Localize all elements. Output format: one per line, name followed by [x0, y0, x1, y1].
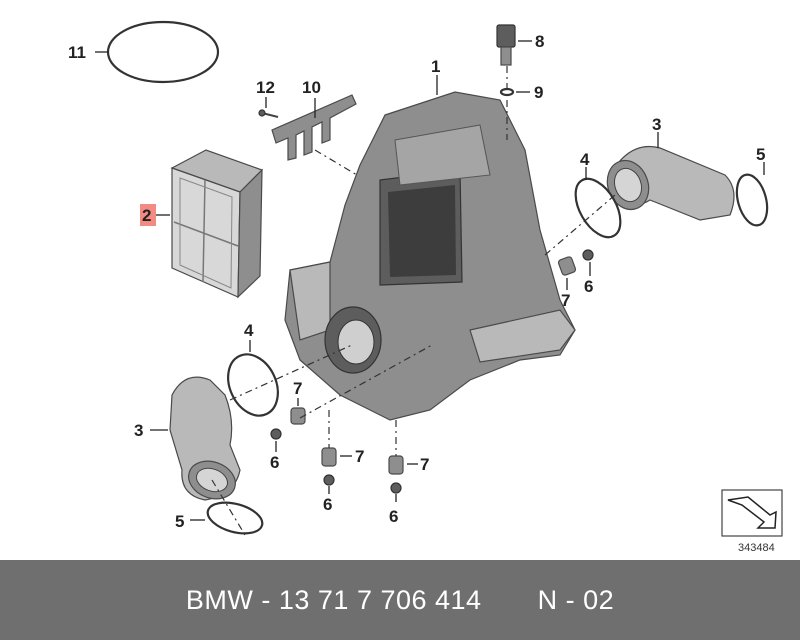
seal-ring-right-part-4	[574, 167, 622, 239]
callout-7-bottom-b[interactable]: 7	[420, 455, 429, 474]
reference-arrow-icon	[721, 489, 783, 537]
grommet-bottom-a-part-7	[321, 447, 352, 467]
bracket-part-10	[271, 94, 357, 161]
diagram-reference-number: 343484	[738, 542, 775, 554]
parts-diagram: 11 12 10 2 1	[68, 20, 783, 537]
screw-left-part-6	[270, 428, 282, 452]
intake-hose-right-part-3	[606, 132, 735, 221]
callout-6-left[interactable]: 6	[270, 453, 279, 472]
position-code: N - 02	[537, 584, 615, 615]
screw-bottom-a-part-6	[323, 474, 335, 494]
callout-2-highlight	[140, 204, 156, 226]
callout-6-bottom-b[interactable]: 6	[389, 507, 398, 526]
callout-4-left[interactable]: 4	[244, 321, 254, 340]
separator: -	[261, 584, 271, 615]
callout-9[interactable]: 9	[534, 83, 543, 102]
callout-1[interactable]: 1	[431, 57, 440, 76]
callout-5-right[interactable]: 5	[756, 145, 765, 164]
callout-8[interactable]: 8	[535, 32, 544, 51]
callout-2[interactable]: 2	[142, 206, 151, 225]
callout-7-bottom-a[interactable]: 7	[355, 447, 364, 466]
grommet-left-part-7	[290, 398, 306, 425]
sensor-part-8	[496, 24, 532, 66]
clamp-right-part-5	[735, 162, 769, 227]
seal-ring-part-9	[499, 87, 530, 97]
grommet-bottom-b-part-7	[388, 455, 418, 475]
filter-element-part-2	[170, 149, 264, 299]
brand-name: BMW	[185, 584, 254, 615]
intake-hose-left-part-3	[150, 376, 241, 501]
screw-right-part-6	[582, 249, 594, 276]
footer-bar: BMW - 13 71 7 706 414 N - 02	[0, 560, 800, 640]
callout-4-right[interactable]: 4	[580, 150, 590, 169]
part-number: 13 71 7 706 414	[278, 584, 482, 615]
callout-5-left[interactable]: 5	[175, 512, 184, 531]
seal-ring-left-part-4	[227, 340, 279, 417]
callout-3-right[interactable]: 3	[652, 115, 661, 134]
callout-10[interactable]: 10	[302, 78, 321, 97]
screw-part-12	[258, 97, 279, 118]
callout-11[interactable]: 11	[68, 43, 86, 62]
ring-seal-part-11	[95, 20, 220, 84]
callout-3-left[interactable]: 3	[134, 421, 143, 440]
callout-6-bottom-a[interactable]: 6	[323, 495, 332, 514]
callout-7-right[interactable]: 7	[561, 291, 570, 310]
part-description: BMW - 13 71 7 706 414 N - 02	[186, 585, 614, 616]
screw-bottom-b-part-6	[390, 482, 402, 502]
callout-7-left[interactable]: 7	[293, 379, 302, 398]
grommet-right-part-7	[557, 256, 577, 290]
clamp-left-part-5	[190, 501, 264, 535]
callout-6-right[interactable]: 6	[584, 277, 593, 296]
callout-12[interactable]: 12	[256, 78, 275, 97]
air-filter-housing-part-1	[284, 75, 576, 421]
